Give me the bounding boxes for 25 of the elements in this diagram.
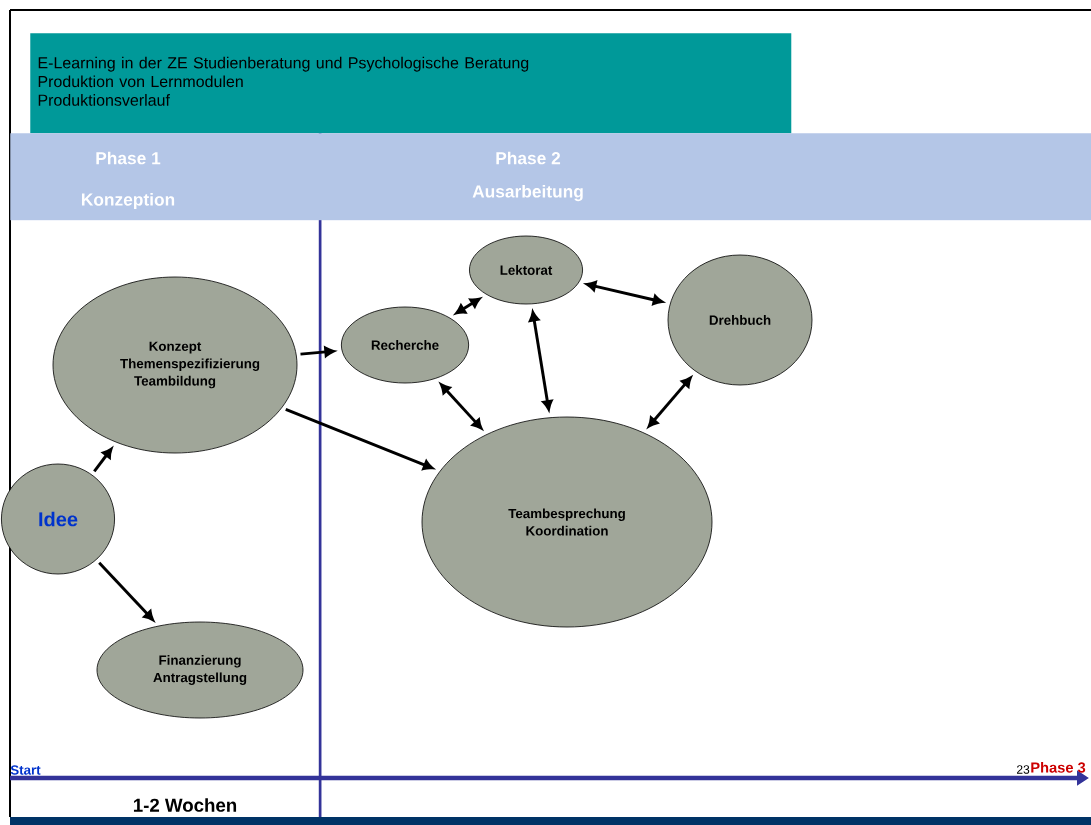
- arrow: [300, 346, 335, 358]
- phase-label: Phase 1: [96, 151, 161, 165]
- page-number: 23: [1017, 765, 1030, 774]
- arrow: [585, 280, 664, 306]
- phase-label: Konzeption: [82, 192, 175, 210]
- arrow: [528, 311, 553, 411]
- ellipse-node: Finanzierung Antragstellung: [96, 621, 304, 719]
- duration-label: 1-2 Wochen: [133, 798, 237, 812]
- arrow: [285, 408, 434, 471]
- arrow: [93, 447, 113, 473]
- ellipse-node: Konzept Themenspezifizierung Teambildung: [52, 276, 298, 454]
- arrow: [98, 561, 155, 622]
- ellipse-node: Teambesprechung Koordination: [421, 416, 713, 628]
- phase-label: Phase 3: [1031, 761, 1086, 773]
- phase-label: Ausarbeitung: [472, 184, 583, 202]
- title-box: E-Learning in der ZE Studienberatung und Psychologische Beratung Produktion von Lernmodulen Produktionsverlauf: [30, 33, 792, 134]
- arrow: [455, 297, 481, 315]
- ellipse-node: Drehbuch: [667, 254, 813, 386]
- ellipse-node: Idee: [1, 463, 115, 575]
- arrow: [440, 383, 483, 430]
- ellipse-node: Lektorat: [469, 235, 583, 305]
- ellipse-node: Recherche: [340, 306, 470, 384]
- phase-label: Phase 2: [496, 151, 561, 165]
- arrow: [647, 376, 692, 428]
- start-label: Start: [10, 765, 41, 775]
